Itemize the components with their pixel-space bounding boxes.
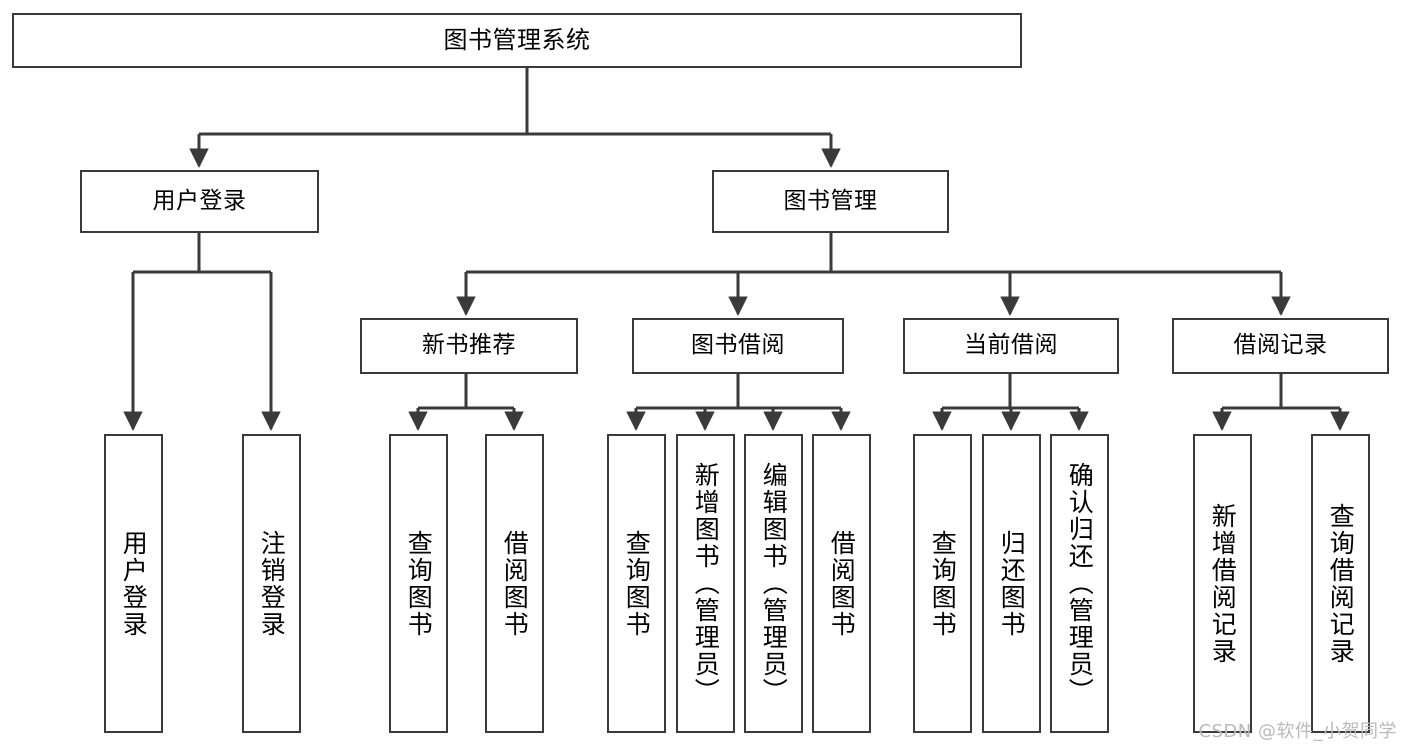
node-label: 确认归还（管理员）: [1065, 462, 1095, 705]
node-leaf-query-book-1[interactable]: 查询图书: [389, 434, 448, 733]
node-leaf-add-borrow-record[interactable]: 新增借阅记录: [1193, 434, 1252, 733]
node-label: 编辑图书（管理员）: [759, 462, 789, 705]
node-leaf-query-borrow-record[interactable]: 查询借阅记录: [1311, 434, 1370, 733]
node-leaf-query-book-3[interactable]: 查询图书: [913, 434, 972, 733]
node-leaf-user-login[interactable]: 用户登录: [104, 434, 163, 733]
node-label: 查询借阅记录: [1326, 502, 1356, 665]
node-label: 图书管理: [783, 187, 878, 214]
node-book-management-system[interactable]: 图书管理系统: [12, 13, 1022, 68]
node-label: 查询图书: [404, 529, 434, 638]
node-borrow-record[interactable]: 借阅记录: [1172, 318, 1389, 374]
node-label: 图书管理系统: [443, 26, 591, 55]
node-book-management[interactable]: 图书管理: [712, 170, 949, 233]
node-label: 用户登录: [119, 529, 149, 638]
node-label: 查询图书: [622, 529, 652, 638]
node-label: 借阅记录: [1233, 332, 1328, 359]
node-book-borrow[interactable]: 图书借阅: [632, 318, 844, 374]
node-label: 归还图书: [997, 529, 1027, 638]
node-label: 注销登录: [257, 529, 287, 638]
node-label: 新书推荐: [422, 332, 516, 359]
node-label: 用户登录: [152, 187, 247, 214]
node-leaf-edit-book-admin[interactable]: 编辑图书（管理员）: [744, 434, 803, 733]
watermark-text: CSDN @软件_小贺同学: [1198, 721, 1397, 742]
node-label: 当前借阅: [964, 332, 1058, 359]
node-leaf-borrow-book-2[interactable]: 借阅图书: [812, 434, 871, 733]
node-leaf-query-book-2[interactable]: 查询图书: [607, 434, 666, 733]
node-leaf-return-book[interactable]: 归还图书: [982, 434, 1041, 733]
node-label: 新增借阅记录: [1208, 502, 1238, 665]
node-new-book-recommend[interactable]: 新书推荐: [360, 318, 578, 374]
node-leaf-confirm-return-admin[interactable]: 确认归还（管理员）: [1050, 434, 1109, 733]
node-leaf-add-book-admin[interactable]: 新增图书（管理员）: [676, 434, 735, 733]
node-label: 图书借阅: [691, 332, 785, 359]
node-label: 借阅图书: [500, 529, 530, 638]
node-label: 新增图书（管理员）: [691, 462, 721, 705]
node-label: 查询图书: [928, 529, 958, 638]
node-label: 借阅图书: [827, 529, 857, 638]
node-user-login[interactable]: 用户登录: [80, 170, 319, 233]
node-leaf-logout-login[interactable]: 注销登录: [242, 434, 301, 733]
node-current-borrow[interactable]: 当前借阅: [903, 318, 1119, 374]
node-leaf-borrow-book-1[interactable]: 借阅图书: [485, 434, 544, 733]
